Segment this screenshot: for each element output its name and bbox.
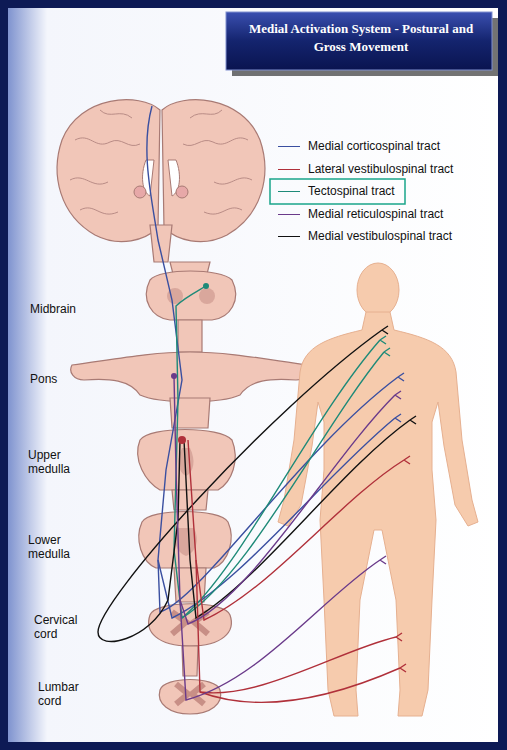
part-label: Midbrain bbox=[30, 302, 92, 316]
legend-line bbox=[278, 146, 300, 147]
legend-row: Medial corticospinal tract bbox=[278, 137, 498, 157]
title-box bbox=[226, 12, 492, 70]
legend-text: Tectospinal tract bbox=[308, 184, 395, 198]
legend-text: Medial vestibulospinal tract bbox=[308, 229, 452, 243]
legend-row: Lateral vestibulospinal tract bbox=[278, 160, 498, 180]
title-text: Medial Activation System - Postural and … bbox=[246, 20, 476, 56]
legend-row: Medial reticulospinal tract bbox=[278, 205, 498, 225]
legend-text: Lateral vestibulospinal tract bbox=[308, 162, 453, 176]
part-label: Pons bbox=[30, 372, 92, 386]
legend-text: Medial corticospinal tract bbox=[308, 139, 440, 153]
legend-row: Tectospinal tract bbox=[278, 182, 498, 202]
gray-matter bbox=[167, 288, 215, 704]
terminals bbox=[380, 326, 416, 672]
legend-line bbox=[278, 236, 300, 237]
gyri bbox=[70, 110, 252, 214]
part-label: Upper medulla bbox=[28, 448, 90, 476]
tracts bbox=[98, 106, 410, 702]
ventricles bbox=[134, 160, 188, 198]
part-label: Cervical cord bbox=[34, 613, 96, 641]
human-body bbox=[278, 263, 478, 716]
part-label: Lumbar cord bbox=[38, 680, 100, 708]
brain-section bbox=[57, 100, 265, 262]
legend-line bbox=[278, 214, 300, 215]
part-label: Lower medulla bbox=[28, 533, 90, 561]
panel bbox=[8, 8, 498, 742]
nuclei bbox=[171, 283, 209, 444]
brainstem-sections bbox=[71, 262, 310, 714]
legend-line bbox=[278, 169, 300, 170]
highlight-box bbox=[270, 179, 405, 204]
legend-text: Medial reticulospinal tract bbox=[308, 207, 443, 221]
legend-row: Medial vestibulospinal tract bbox=[278, 227, 498, 247]
legend-line bbox=[278, 191, 300, 192]
